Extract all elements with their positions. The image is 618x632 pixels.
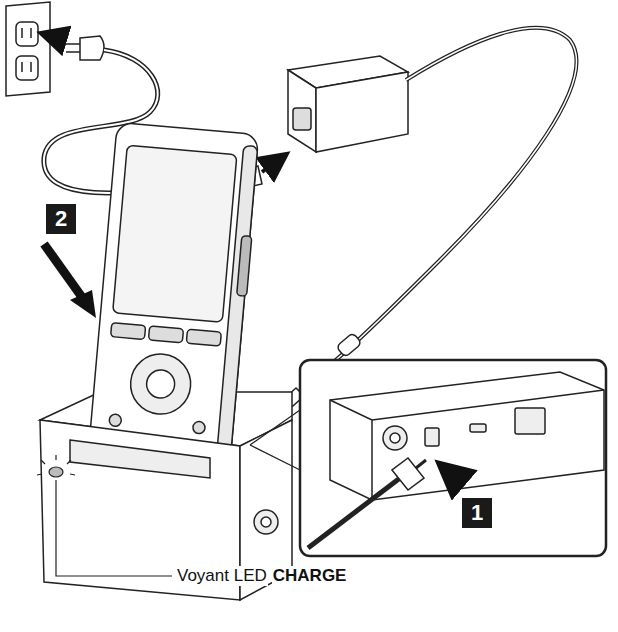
- port-inset: [300, 360, 606, 556]
- insert-arrow: [262, 156, 284, 172]
- inset-plug-tip: [416, 460, 426, 468]
- inset-frame: [300, 360, 606, 556]
- insert-arrow: [44, 34, 64, 40]
- wall-outlet: [6, 2, 50, 96]
- insert-arrow-head: [70, 290, 96, 318]
- leader-line: [56, 480, 172, 576]
- led-ray: [67, 460, 71, 464]
- prong: [66, 43, 80, 45]
- slot: [30, 28, 32, 38]
- insert-arrow: [442, 466, 456, 478]
- ferrite-core: [336, 333, 362, 358]
- inset-leader: [250, 445, 300, 470]
- cradle-button-center: [261, 517, 271, 527]
- recorder-dpad: [128, 352, 193, 417]
- part-label: Voyant LED: [176, 566, 268, 586]
- led: [49, 467, 63, 477]
- adapter-front: [288, 70, 316, 152]
- dc-cable-highlight: [292, 28, 576, 398]
- adapter-side: [316, 72, 408, 152]
- recorder-slider: [237, 236, 252, 297]
- recorder-ok: [145, 369, 175, 399]
- socket: [16, 22, 38, 46]
- insert-arrow-shaft: [44, 244, 84, 300]
- inset-leader: [250, 410, 300, 445]
- recorder-key: [192, 421, 205, 434]
- slot: [21, 62, 23, 72]
- cradle-button: [254, 510, 278, 534]
- dock-rear: [330, 372, 604, 500]
- prong: [66, 51, 80, 53]
- dc-cable: [292, 28, 576, 398]
- recorder-key: [109, 414, 122, 427]
- led-ray: [55, 455, 56, 460]
- led-ray: [70, 474, 75, 475]
- ac-adapter: [288, 56, 408, 152]
- slot: [21, 28, 23, 38]
- recorder-button: [111, 323, 146, 340]
- charge-led: [37, 455, 75, 477]
- port-lan: [515, 408, 545, 434]
- led-ray: [37, 474, 42, 475]
- dock-edges: [330, 390, 604, 500]
- recorder-button: [148, 326, 183, 343]
- inset-cable: [308, 478, 400, 548]
- cradle-slot: [70, 440, 210, 478]
- socket: [16, 56, 38, 80]
- slot: [30, 62, 32, 72]
- callout-number: 1: [462, 498, 492, 528]
- recorder-button: [186, 329, 221, 346]
- recorder-screen: [113, 145, 237, 322]
- outlet-plate: [6, 2, 50, 96]
- port-round-core: [390, 433, 400, 443]
- adapter-inlet: [293, 108, 311, 130]
- port-dc: [425, 428, 439, 446]
- inset-plug: [392, 458, 424, 490]
- port-round: [383, 426, 407, 450]
- part-label: CHARGE: [272, 566, 348, 586]
- mains-plug: [66, 36, 104, 60]
- plug-body: [80, 36, 104, 60]
- led-ray: [41, 460, 45, 464]
- port-usb: [470, 424, 486, 432]
- callout-number: 2: [46, 204, 76, 234]
